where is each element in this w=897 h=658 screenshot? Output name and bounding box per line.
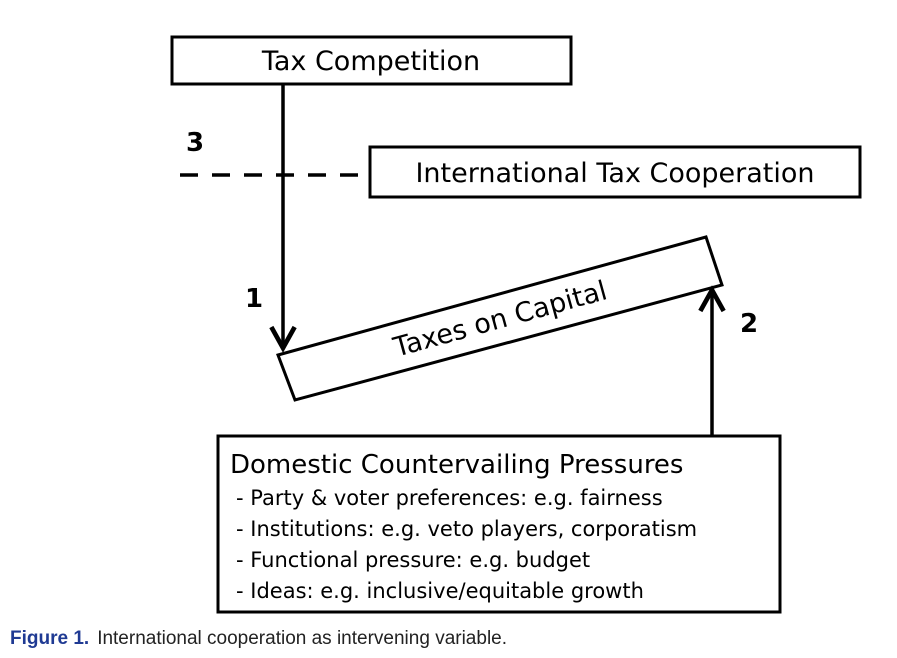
domestic-item: - Institutions: e.g. veto players, corpo…	[236, 517, 697, 541]
arrow-2-label: 2	[740, 309, 758, 339]
arrow-1-label: 1	[245, 284, 263, 314]
tax-competition-label: Tax Competition	[261, 46, 480, 77]
figure-caption-text: International cooperation as intervening…	[97, 628, 508, 649]
domestic-item: - Party & voter preferences: e.g. fairne…	[236, 486, 663, 510]
domestic-title: Domestic Countervailing Pressures	[230, 450, 683, 480]
international-cooperation-label: International Tax Cooperation	[415, 158, 814, 189]
domestic-item: - Functional pressure: e.g. budget	[236, 548, 590, 572]
dashed-line-label: 3	[186, 128, 204, 158]
figure-caption: Figure 1. International cooperation as in…	[10, 628, 507, 650]
domestic-pressures-node: Domestic Countervailing Pressures - Part…	[216, 434, 782, 614]
tax-competition-node: Tax Competition	[170, 35, 573, 86]
taxes-on-capital-node: Taxes on Capital	[276, 235, 724, 402]
figure-caption-label: Figure 1.	[10, 628, 90, 649]
international-cooperation-node: International Tax Cooperation	[368, 145, 862, 199]
domestic-item: - Ideas: e.g. inclusive/equitable growth	[236, 579, 644, 603]
